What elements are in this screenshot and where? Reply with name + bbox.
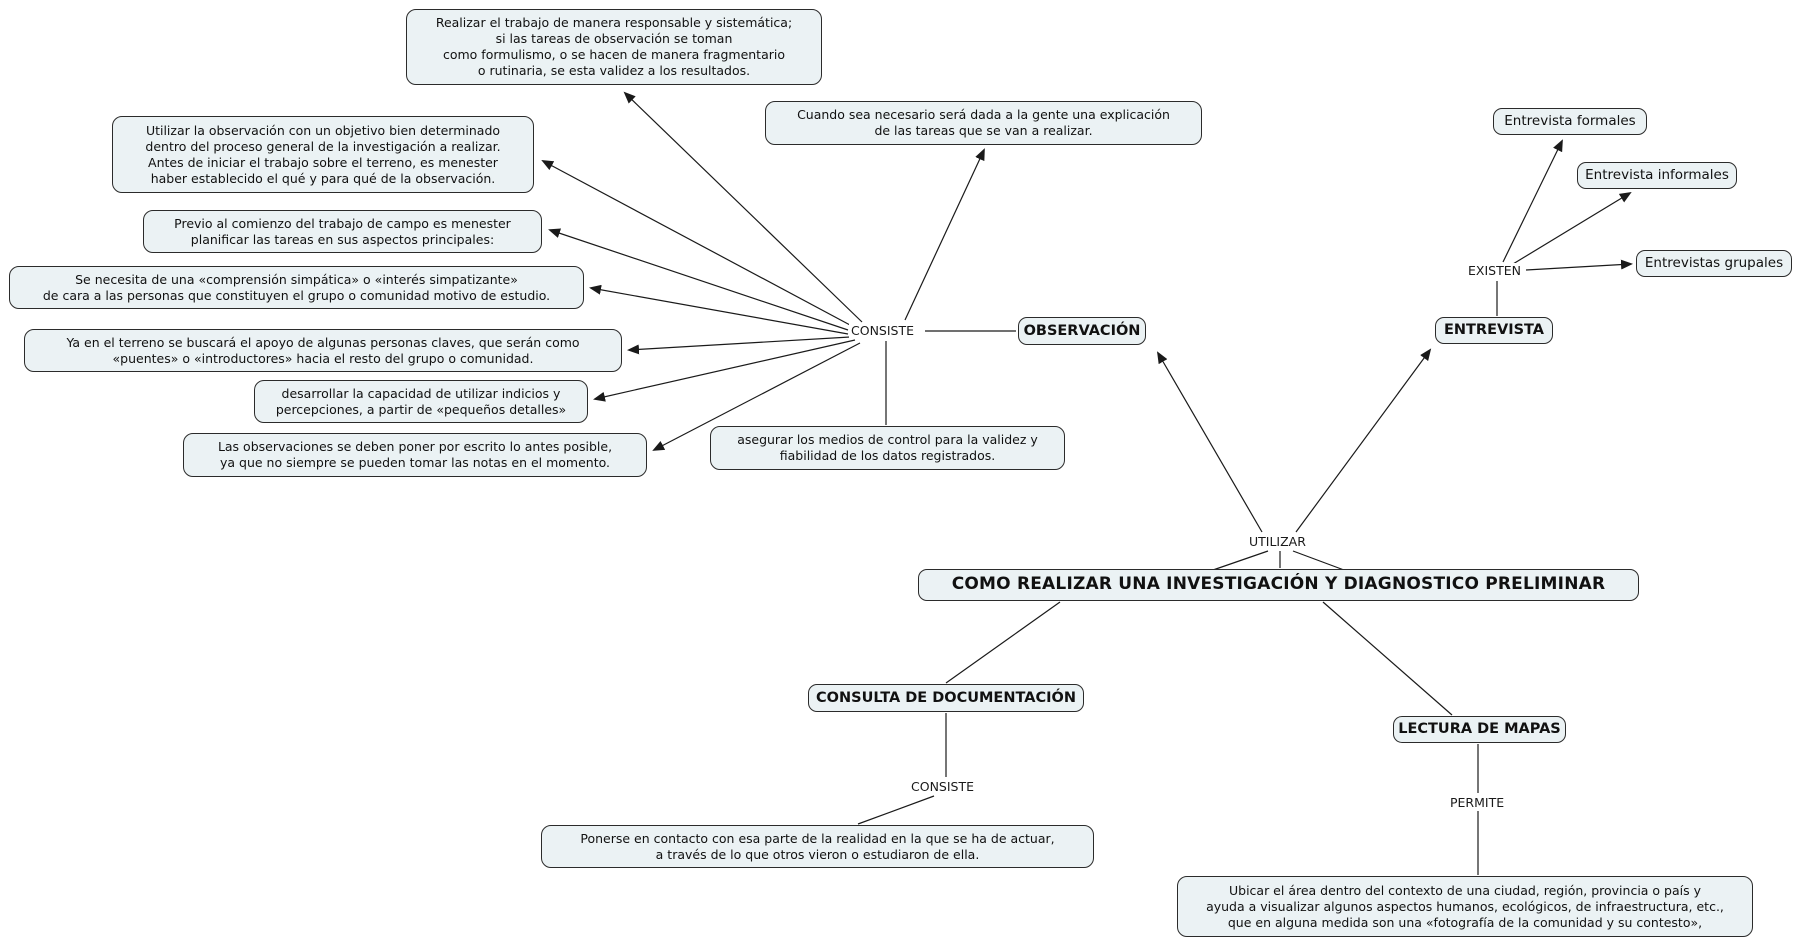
- link-existen-to-informales: [1512, 191, 1632, 265]
- link-consiste-to-cuando: [904, 148, 985, 321]
- link-label-consiste-observacion[interactable]: CONSISTE: [849, 323, 917, 338]
- link-consiste-to-desarrollar: [593, 339, 856, 402]
- note-previo-comienzo[interactable]: Previo al comienzo del trabajo de campo …: [143, 210, 542, 253]
- link-utilizar-to-entrevista: [1295, 348, 1432, 533]
- link-existen-to-formales: [1502, 139, 1563, 263]
- note-asegurar-medios[interactable]: asegurar los medios de control para la v…: [710, 426, 1065, 470]
- link-consiste-to-ponerse: [857, 795, 935, 825]
- link-label-existen[interactable]: EXISTEN: [1466, 263, 1523, 278]
- concept-main-title[interactable]: COMO REALIZAR UNA INVESTIGACIÓN Y DIAGNO…: [918, 569, 1639, 601]
- note-ya-en-terreno[interactable]: Ya en el terreno se buscará el apoyo de …: [24, 329, 622, 372]
- note-utilizar-observacion[interactable]: Utilizar la observación con un objetivo …: [112, 116, 534, 193]
- concept-entrevista-informales[interactable]: Entrevista informales: [1577, 162, 1737, 189]
- link-label-permite[interactable]: PERMITE: [1448, 795, 1507, 810]
- link-existen-to-grupales: [1525, 259, 1633, 271]
- link-consiste-to-previo: [548, 228, 849, 331]
- link-utilizar-to-title-right: [1292, 550, 1345, 571]
- concept-entrevistas-grupales[interactable]: Entrevistas grupales: [1636, 250, 1792, 277]
- link-consiste-to-utilizar-observacion: [541, 160, 851, 326]
- concept-consulta-documentacion[interactable]: CONSULTA DE DOCUMENTACIÓN: [808, 684, 1084, 712]
- concept-entrevista[interactable]: ENTREVISTA: [1435, 317, 1553, 344]
- link-consiste-to-se-necesita: [589, 284, 849, 335]
- note-cuando-necesario[interactable]: Cuando sea necesario será dada a la gent…: [765, 101, 1202, 145]
- link-utilizar-to-observacion: [1156, 351, 1263, 533]
- link-utilizar-to-title-left: [1212, 550, 1269, 571]
- link-title-to-consulta: [945, 601, 1061, 684]
- link-label-utilizar[interactable]: UTILIZAR: [1247, 534, 1308, 549]
- note-se-necesita[interactable]: Se necesita de una «comprensión simpátic…: [9, 266, 584, 309]
- concept-entrevista-formales[interactable]: Entrevista formales: [1493, 108, 1647, 135]
- note-desarrollar-capacidad[interactable]: desarrollar la capacidad de utilizar ind…: [254, 380, 588, 423]
- note-ubicar-area[interactable]: Ubicar el área dentro del contexto de un…: [1177, 876, 1753, 937]
- link-title-to-lectura: [1322, 601, 1453, 716]
- note-observaciones-escrito[interactable]: Las observaciones se deben poner por esc…: [183, 433, 647, 477]
- link-consiste-to-ya-en-terreno: [627, 336, 851, 355]
- note-ponerse-contacto[interactable]: Ponerse en contacto con esa parte de la …: [541, 825, 1094, 868]
- link-label-consiste-consulta[interactable]: CONSISTE: [909, 779, 977, 794]
- concept-lectura-mapas[interactable]: LECTURA DE MAPAS: [1393, 716, 1566, 743]
- concept-observacion[interactable]: OBSERVACIÓN: [1018, 317, 1146, 345]
- note-realizar-trabajo[interactable]: Realizar el trabajo de manera responsabl…: [406, 9, 822, 85]
